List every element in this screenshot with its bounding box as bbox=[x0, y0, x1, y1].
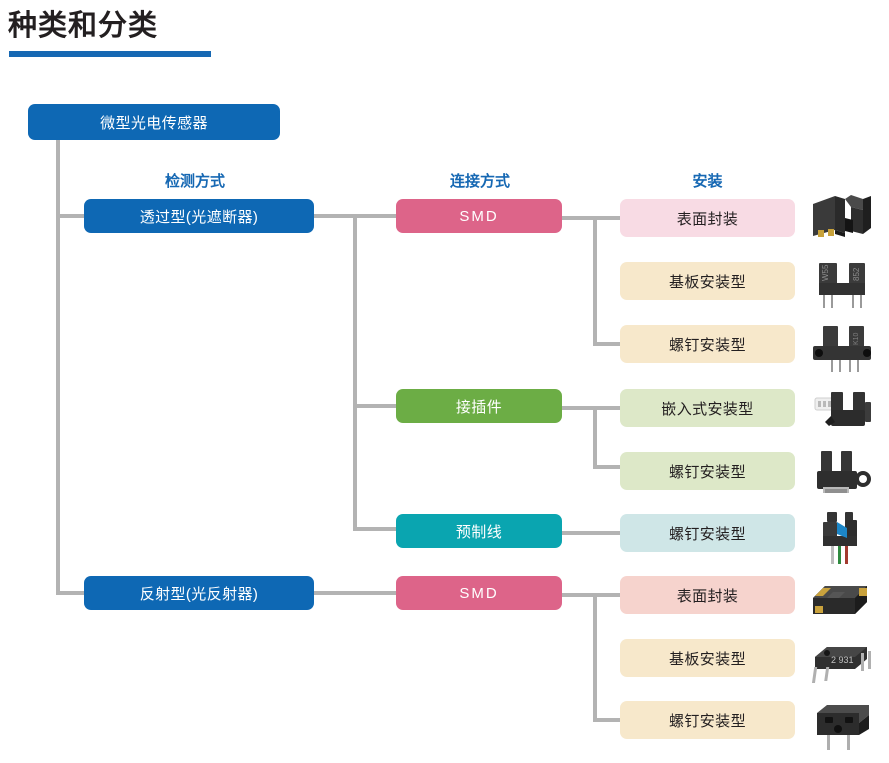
node-mounting-screw-mount-3[interactable]: 螺钉安装型 bbox=[620, 514, 795, 552]
node-connection-smd-bottom[interactable]: SMD bbox=[396, 576, 562, 610]
connector-conn-to-embedded bbox=[593, 406, 623, 410]
connector-smd-top-to-screw bbox=[593, 342, 623, 346]
connector-trunk-to-smd bbox=[353, 214, 398, 218]
connector-conn-trunk bbox=[593, 406, 597, 469]
column-header-mounting: 安装 bbox=[692, 173, 723, 190]
column-header-connection: 连接方式 bbox=[449, 173, 510, 190]
connector-smd-bottom-to-screw bbox=[593, 718, 623, 722]
connector-smd-bottom-stub bbox=[560, 593, 596, 597]
thumb-reflective-sensor-smd bbox=[805, 570, 879, 628]
svg-text:2 931: 2 931 bbox=[831, 655, 854, 665]
connector-root-to-reflective bbox=[56, 591, 88, 595]
connector-conn-stub bbox=[560, 406, 596, 410]
node-mounting-screw-mount-1[interactable]: 螺钉安装型 bbox=[620, 325, 795, 363]
connector-root-trunk bbox=[56, 140, 60, 595]
node-mounting-board-mount-2[interactable]: 基板安装型 bbox=[620, 639, 795, 677]
thumb-connector-photointerrupter-snap bbox=[805, 382, 879, 440]
connector-root-to-transmissive bbox=[56, 214, 88, 218]
thumb-reflective-sensor-screw bbox=[805, 695, 879, 753]
connector-reflective-to-smd bbox=[312, 591, 398, 595]
node-mounting-screw-mount-4[interactable]: 螺钉安装型 bbox=[620, 701, 795, 739]
node-root-micro-photoelectric-sensor[interactable]: 微型光电传感器 bbox=[28, 104, 280, 140]
connector-smd-top-stub bbox=[560, 216, 596, 220]
node-mounting-surface-package-2[interactable]: 表面封装 bbox=[620, 576, 795, 614]
node-connection-connector[interactable]: 接插件 bbox=[396, 389, 562, 423]
thumb-cable-photointerrupter-screw bbox=[805, 508, 879, 566]
thumb-slot-photointerrupter-screw: K10 bbox=[805, 318, 879, 376]
thumb-reflective-sensor-through-hole: 2 931 bbox=[805, 633, 879, 691]
connector-smd-bottom-trunk bbox=[593, 593, 597, 721]
connector-wire-to-screw bbox=[560, 531, 623, 535]
node-mounting-embedded-mount[interactable]: 嵌入式安装型 bbox=[620, 389, 795, 427]
node-transmissive-photointerrupter[interactable]: 透过型(光遮断器) bbox=[84, 199, 314, 233]
connector-trunk-to-wire bbox=[353, 527, 398, 531]
thumb-connector-photointerrupter-screw bbox=[805, 445, 879, 503]
connector-transmissive-stub bbox=[312, 214, 357, 218]
svg-text:K10: K10 bbox=[853, 332, 860, 345]
node-reflective-photoreflector[interactable]: 反射型(光反射器) bbox=[84, 576, 314, 610]
node-mounting-screw-mount-2[interactable]: 螺钉安装型 bbox=[620, 452, 795, 490]
connector-transmissive-trunk bbox=[353, 214, 357, 531]
node-connection-prewired[interactable]: 预制线 bbox=[396, 514, 562, 548]
connector-conn-to-screw bbox=[593, 465, 623, 469]
svg-text:852: 852 bbox=[852, 267, 861, 281]
title-underline-rule bbox=[9, 51, 211, 57]
svg-text:W55: W55 bbox=[821, 264, 830, 281]
thumb-slot-photointerrupter-through-hole: W55 852 bbox=[805, 255, 879, 313]
node-connection-smd-top[interactable]: SMD bbox=[396, 199, 562, 233]
page-title: 种类和分类 bbox=[8, 10, 159, 42]
connector-smd-bottom-to-surface bbox=[593, 593, 623, 597]
column-header-detection: 检测方式 bbox=[164, 173, 225, 190]
node-mounting-board-mount-1[interactable]: 基板安装型 bbox=[620, 262, 795, 300]
node-mounting-surface-package-1[interactable]: 表面封装 bbox=[620, 199, 795, 237]
thumb-slot-photointerrupter-smd bbox=[805, 190, 879, 248]
connector-trunk-to-connector bbox=[353, 404, 398, 408]
connector-smd-top-to-surface bbox=[593, 216, 623, 220]
connector-smd-top-trunk bbox=[593, 216, 597, 346]
